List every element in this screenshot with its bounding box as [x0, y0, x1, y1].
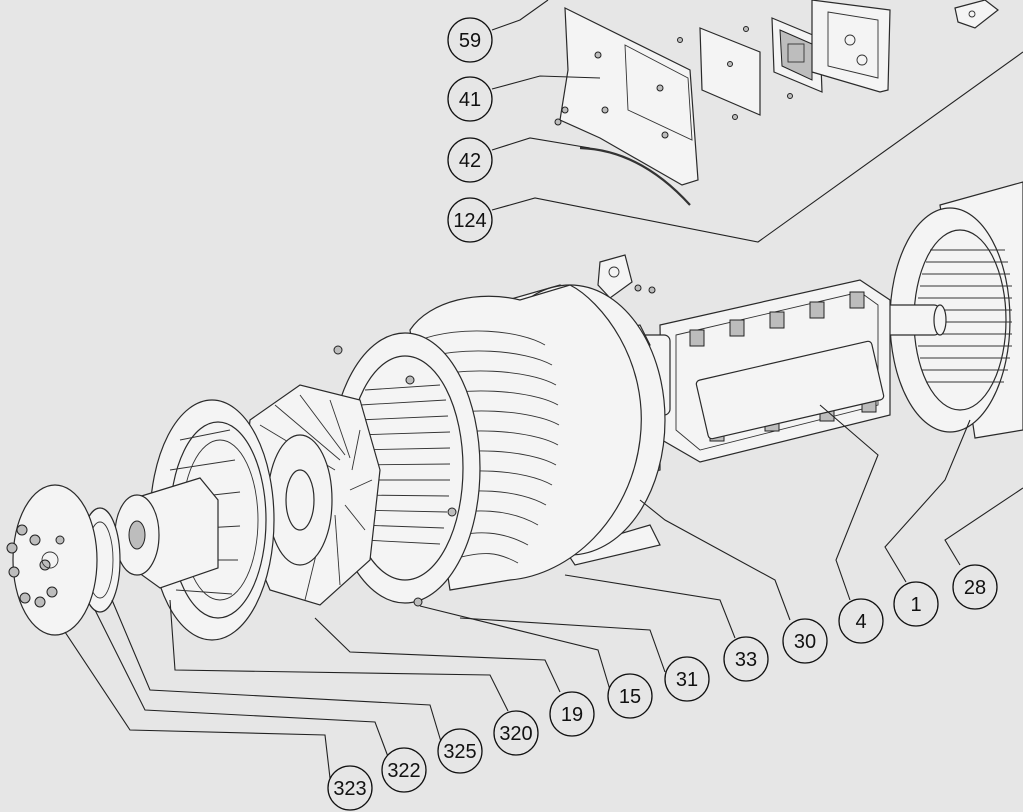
callout-number: 325: [443, 741, 476, 763]
callout-42: 42: [447, 137, 493, 183]
callout-circle: [447, 197, 493, 243]
callout-323: 323: [327, 765, 373, 811]
callout-number: 4: [855, 611, 866, 633]
callout-19: 19: [549, 691, 595, 737]
callout-circle: [327, 765, 373, 811]
callout-circle: [952, 564, 998, 610]
callout-circle: [447, 137, 493, 183]
callout-circle: [782, 618, 828, 664]
callout-number: 322: [387, 760, 420, 782]
gasket-strip: [579, 146, 691, 206]
callout-1: 1: [893, 581, 939, 627]
callout-41: 41: [447, 76, 493, 122]
cooling-fan: [239, 384, 381, 606]
callout-322: 322: [381, 747, 427, 793]
callout-28: 28: [952, 564, 998, 610]
callout-number: 28: [964, 577, 986, 599]
callout-number: 15: [619, 686, 641, 708]
callout-number: 33: [735, 649, 757, 671]
callout-circle: [381, 747, 427, 793]
callout-number: 320: [499, 723, 532, 745]
leader-lines: [64, 0, 1023, 779]
callout-320: 320: [493, 710, 539, 756]
callout-number: 31: [676, 669, 698, 691]
part-callouts: 59 41 42 124 28 1 4 30 33 31 15 19 320 325 322 323: [327, 17, 998, 811]
callout-59: 59: [447, 17, 493, 63]
coupling-disc: [6, 484, 98, 636]
callout-number: 59: [459, 30, 481, 52]
callout-circle: [607, 673, 653, 719]
coupling-hub: [114, 477, 219, 589]
rear-bearing-shield: [889, 181, 1023, 439]
callout-number: 30: [794, 631, 816, 653]
inner-panel: [677, 26, 761, 120]
callout-number: 41: [459, 89, 481, 111]
terminal-box-cover-plate: [554, 7, 699, 186]
callout-33: 33: [723, 636, 769, 682]
callout-4: 4: [838, 598, 884, 644]
callout-31: 31: [664, 656, 710, 702]
callout-number: 42: [459, 150, 481, 172]
callout-circle: [838, 598, 884, 644]
callout-circle: [893, 581, 939, 627]
callout-124: 124: [447, 197, 493, 243]
callout-circle: [493, 710, 539, 756]
callout-325: 325: [437, 728, 483, 774]
callout-circle: [437, 728, 483, 774]
callout-number: 19: [561, 704, 583, 726]
callout-circle: [723, 636, 769, 682]
callout-circle: [549, 691, 595, 737]
terminal-box-housing: [811, 0, 891, 93]
callout-number: 124: [453, 210, 486, 232]
lifting-bracket-small: [954, 0, 999, 29]
callout-30: 30: [782, 618, 828, 664]
callout-number: 323: [333, 778, 366, 800]
callout-circle: [664, 656, 710, 702]
callout-15: 15: [607, 673, 653, 719]
callout-number: 1: [910, 594, 921, 616]
voltage-regulator-board: [771, 17, 823, 99]
callout-circle: [447, 76, 493, 122]
callout-circle: [447, 17, 493, 63]
